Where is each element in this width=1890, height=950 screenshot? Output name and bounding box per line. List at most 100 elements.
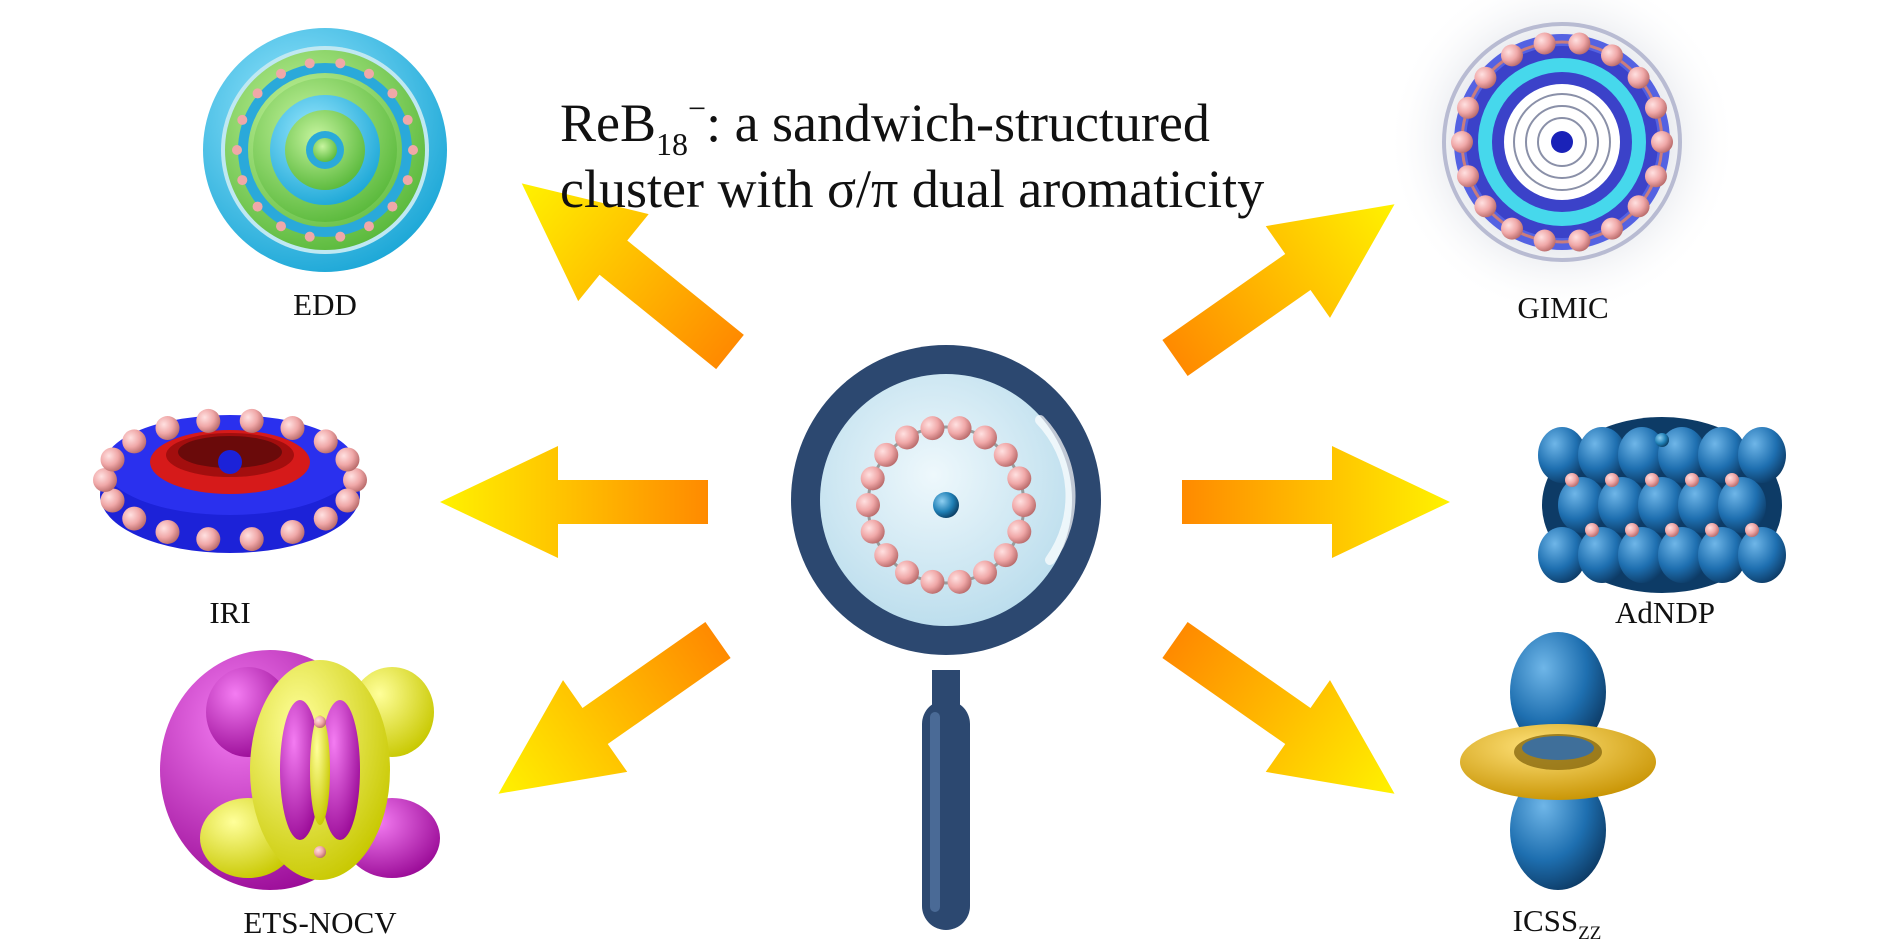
boron-atom (1474, 66, 1497, 89)
boron-atom (93, 468, 117, 492)
boron-atom (1474, 195, 1497, 218)
boron-atom (232, 145, 242, 155)
boron-atom (276, 221, 286, 232)
orbital-lobe (1538, 527, 1586, 583)
orbital-lobe (1678, 477, 1726, 533)
boron-atom (1007, 519, 1032, 544)
boron-atom (1725, 473, 1739, 487)
boron-atom (335, 58, 346, 69)
boron-atom (920, 416, 945, 441)
boron-atom (1705, 523, 1719, 537)
boron-atom (1665, 523, 1679, 537)
boron-atom (335, 447, 360, 472)
boron-atom (1451, 131, 1473, 153)
arrow-to-icss (1162, 621, 1395, 794)
page-title: ReB18−: a sandwich-structured cluster wi… (560, 90, 1360, 222)
edd-isosurface (203, 28, 447, 272)
icss-label: ICSSZZ (1512, 903, 1602, 944)
boron-atom (1501, 44, 1523, 67)
boron-atom (874, 442, 899, 467)
orbital-lobe (1578, 427, 1626, 483)
boron-atom (1533, 229, 1556, 252)
boron-atom (313, 429, 338, 454)
boron-atom (196, 527, 221, 552)
boron-atom (947, 416, 972, 441)
orbital-lobe (1698, 427, 1746, 483)
arrow-to-gimic (1162, 204, 1395, 377)
orbital-lobe (1638, 477, 1686, 533)
boron-atom (237, 175, 248, 186)
arrow-to-adndp (1182, 446, 1450, 558)
adndp-orbitals (1538, 417, 1786, 593)
title-line-1: ReB18−: a sandwich-structured (560, 90, 1210, 162)
boron-atom (973, 425, 997, 450)
boron-atom (122, 429, 147, 454)
arrow-to-iri (440, 446, 708, 558)
ets-nocv-isosurface (160, 650, 440, 890)
iri-isosurface (93, 408, 367, 553)
boron-atom (856, 493, 880, 517)
boron-atom (1457, 165, 1480, 188)
boron-atom (280, 519, 305, 544)
boron-atom (122, 506, 147, 531)
boron-atom (947, 569, 972, 594)
boron-atom (973, 560, 997, 585)
boron-atom (100, 447, 125, 472)
boron-atom (280, 416, 305, 441)
icss-isosurface (1460, 632, 1656, 890)
boron-atom (304, 231, 315, 242)
boron-atom (1651, 131, 1673, 153)
orbital-lobe (1598, 477, 1646, 533)
gimic-label: GIMIC (1517, 290, 1609, 325)
boron-atom (1457, 96, 1480, 119)
boron-atom (364, 221, 374, 232)
boron-atom (402, 114, 413, 125)
boron-atom (1585, 523, 1599, 537)
orbital-lobe (1718, 477, 1766, 533)
boron-atom (335, 488, 360, 513)
boron-atom (993, 442, 1018, 467)
orbital-lobe (1658, 527, 1706, 583)
boron-atom (993, 543, 1018, 568)
boron-atom (1007, 466, 1032, 491)
boron-atom (1625, 523, 1639, 537)
boron-atom (1644, 96, 1667, 119)
boron-atom (895, 425, 919, 450)
boron-atom (895, 560, 919, 585)
boron-atom (1533, 32, 1556, 55)
orbital-lobe (1738, 427, 1786, 483)
boron-atom (1568, 32, 1591, 55)
boron-atom (276, 68, 286, 79)
boron-atom (237, 114, 248, 125)
boron-atom (196, 408, 221, 433)
boron-atom (364, 68, 374, 79)
boron-atom (860, 466, 885, 491)
orbital-lobe (1698, 527, 1746, 583)
title-line-2: cluster with σ/π dual aromaticity (560, 159, 1265, 219)
boron-atom (304, 58, 315, 69)
boron-atom (252, 201, 263, 212)
boron-atom (387, 88, 398, 99)
orbital-lobe (1558, 477, 1606, 533)
magnifying-glass-icon (791, 345, 1101, 930)
boron-atom (1644, 165, 1667, 188)
orbital-lobe (1578, 527, 1626, 583)
edd-label: EDD (293, 287, 357, 322)
boron-atom (1501, 217, 1523, 240)
boron-atom (1745, 523, 1759, 537)
boron-atom (1645, 473, 1659, 487)
boron-atom (239, 527, 264, 552)
boron-atom (1601, 217, 1623, 240)
boron-atom (155, 416, 180, 441)
boron-atom (1605, 473, 1619, 487)
boron-atom (402, 175, 413, 186)
adndp-label: AdNDP (1615, 595, 1715, 630)
boron-atom (860, 519, 885, 544)
boron-atom (1627, 66, 1650, 89)
orbital-lobe (1618, 527, 1666, 583)
boron-atom (343, 468, 367, 492)
boron-atom (1012, 493, 1036, 517)
iri-label: IRI (209, 595, 251, 630)
